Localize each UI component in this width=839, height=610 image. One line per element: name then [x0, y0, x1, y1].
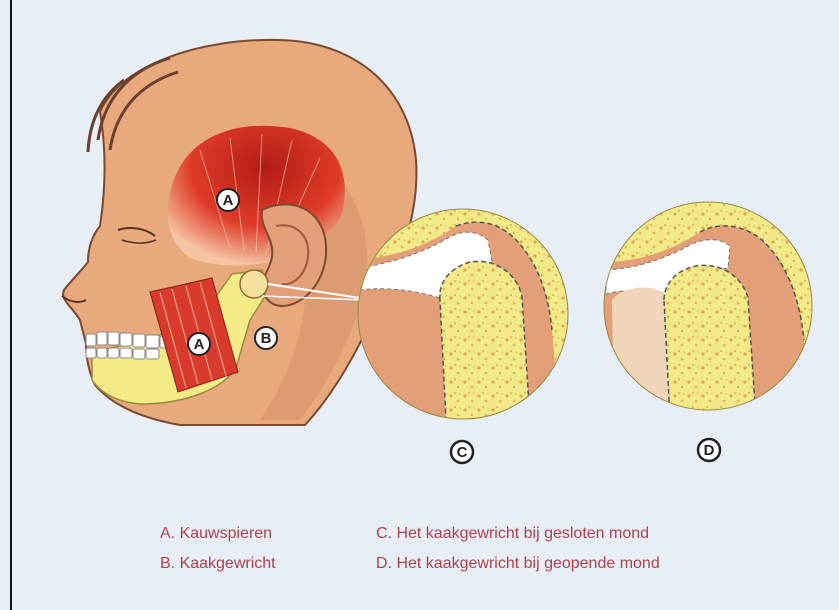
marker-a-label: A — [194, 336, 205, 353]
joint-highlight — [240, 270, 268, 298]
jaw-anatomy-illustration: A A B C D — [0, 0, 839, 500]
head-profile — [62, 40, 416, 425]
marker-b-joint: B — [255, 327, 277, 349]
legend-item-a: A. Kauwspieren — [160, 519, 276, 549]
marker-d-inset: D — [698, 439, 720, 461]
marker-c-inset: C — [451, 441, 473, 463]
inset-c-closed-mouth — [358, 209, 568, 420]
marker-b-label: B — [261, 330, 272, 347]
marker-a-masseter: A — [188, 333, 210, 355]
legend-column-left: A. Kauwspieren B. Kaakgewricht — [160, 519, 276, 579]
marker-a-temporalis: A — [217, 189, 239, 211]
inset-d-open-mouth — [604, 202, 812, 420]
marker-c-label: C — [457, 444, 468, 461]
legend-item-c: C. Het kaakgewricht bij gesloten mond — [376, 519, 660, 549]
legend-item-b: B. Kaakgewricht — [160, 549, 276, 579]
legend-column-right: C. Het kaakgewricht bij gesloten mond D.… — [376, 519, 660, 579]
marker-a-label: A — [223, 192, 234, 209]
marker-d-label: D — [704, 442, 715, 459]
legend-item-d: D. Het kaakgewricht bij geopende mond — [376, 549, 660, 579]
